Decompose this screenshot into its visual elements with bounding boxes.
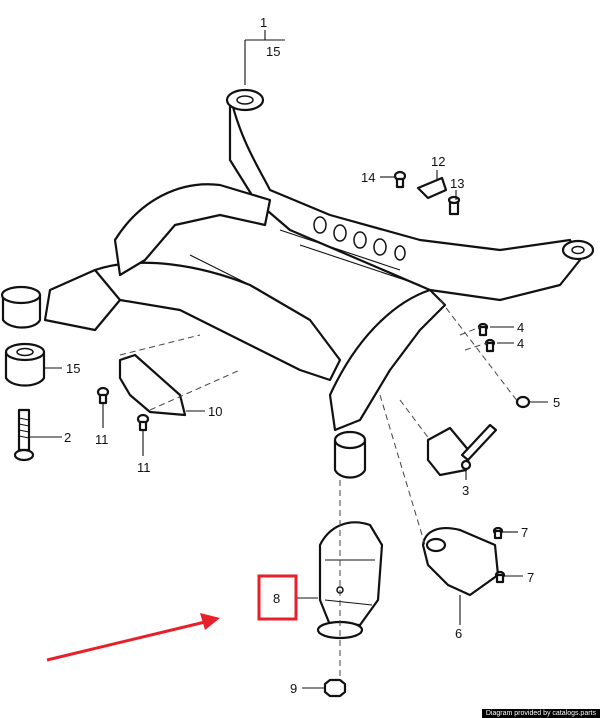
callout-11a: 11 xyxy=(95,432,109,447)
callout-4b: 4 xyxy=(517,336,524,351)
subframe xyxy=(43,88,595,479)
highlight-box xyxy=(257,574,298,621)
bushing-cup xyxy=(0,285,42,329)
callout-11b: 11 xyxy=(137,460,151,475)
assembly-lines xyxy=(119,299,519,680)
callout-2: 2 xyxy=(64,430,71,445)
bolt-7a xyxy=(492,526,504,540)
callout-12: 12 xyxy=(431,154,445,169)
clip-12 xyxy=(416,176,448,200)
callout-13: 13 xyxy=(450,176,464,191)
rubber-bushing xyxy=(4,342,46,387)
callout-1: 1 xyxy=(260,15,267,30)
callout-7b: 7 xyxy=(527,570,534,585)
callout-4a: 4 xyxy=(517,320,524,335)
callout-15-top: 15 xyxy=(266,44,280,59)
callout-6: 6 xyxy=(455,626,462,641)
bolt-13 xyxy=(447,195,461,216)
bolt-14 xyxy=(393,170,407,189)
bolt-2 xyxy=(13,408,35,462)
red-arrow xyxy=(46,613,220,662)
callout-5: 5 xyxy=(553,395,560,410)
heat-shield-8 xyxy=(316,521,384,640)
nut-5 xyxy=(515,395,531,409)
bolt-4b xyxy=(484,338,496,353)
heat-shield-6 xyxy=(421,527,500,597)
callout-3: 3 xyxy=(462,483,469,498)
callout-8: 8 xyxy=(273,591,280,606)
level-sensor-3 xyxy=(426,423,498,477)
nut-9 xyxy=(323,678,347,698)
bolt-11b xyxy=(136,413,150,432)
bolt-4a xyxy=(477,322,489,337)
callout-10: 10 xyxy=(208,404,222,419)
source-credit: Diagram provided by catalogs.parts xyxy=(481,709,600,718)
callout-7a: 7 xyxy=(521,525,528,540)
bracket-10 xyxy=(118,353,187,417)
callout-9: 9 xyxy=(290,681,297,696)
leader-lines xyxy=(30,30,548,689)
bolt-11a xyxy=(96,386,110,405)
callout-15: 15 xyxy=(66,361,80,376)
callout-14: 14 xyxy=(361,170,375,185)
bolt-7b xyxy=(494,570,506,584)
